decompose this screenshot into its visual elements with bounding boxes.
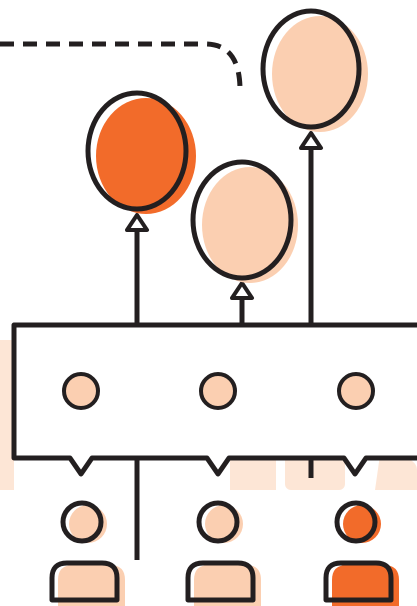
dashed-curve-path [0, 41, 243, 91]
lower-strings [134, 458, 314, 560]
balloon-left [85, 90, 196, 214]
slot-circle-2 [199, 372, 237, 410]
balloon-middle [190, 159, 298, 283]
person-icon-1 [49, 500, 125, 606]
string-arrowheads [125, 131, 323, 300]
balloon-strings [134, 147, 314, 325]
slot-circle-1 [62, 372, 100, 410]
balloon-right [260, 8, 368, 132]
slot-circle-3 [337, 372, 375, 410]
person-icon-3 [323, 500, 399, 606]
person-icon-2 [185, 500, 261, 606]
board-slots [62, 372, 375, 410]
background-shapes [0, 340, 417, 490]
